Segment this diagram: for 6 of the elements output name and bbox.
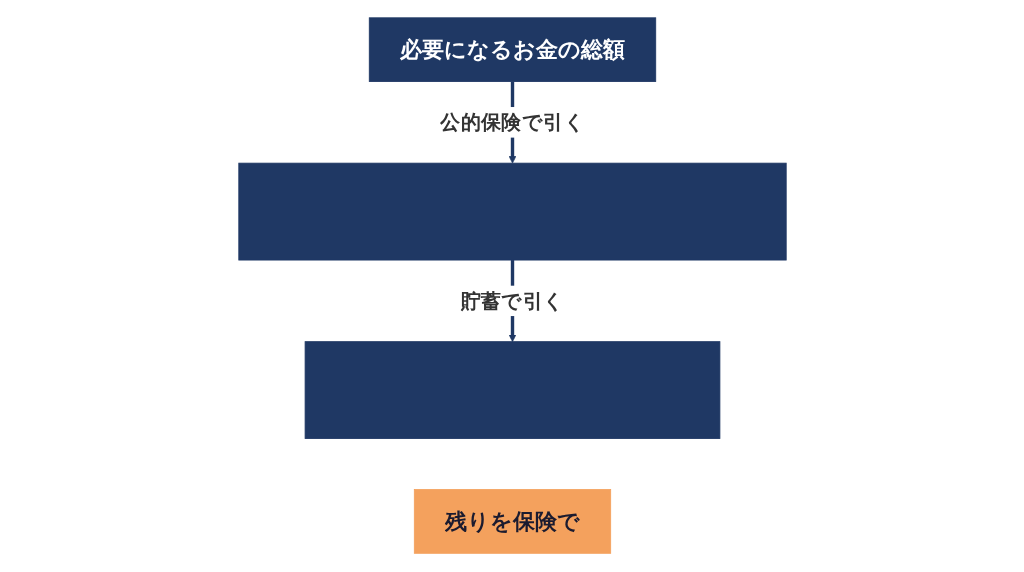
node-box: 必要になるお金の総額 <box>368 17 656 83</box>
node-box: 残りを保険で <box>413 489 611 555</box>
edge-label: 貯蓄で引く <box>460 289 564 314</box>
edge-label: 公的保険で引く <box>439 110 585 135</box>
node-bar <box>304 341 720 440</box>
node-bar <box>237 163 787 261</box>
